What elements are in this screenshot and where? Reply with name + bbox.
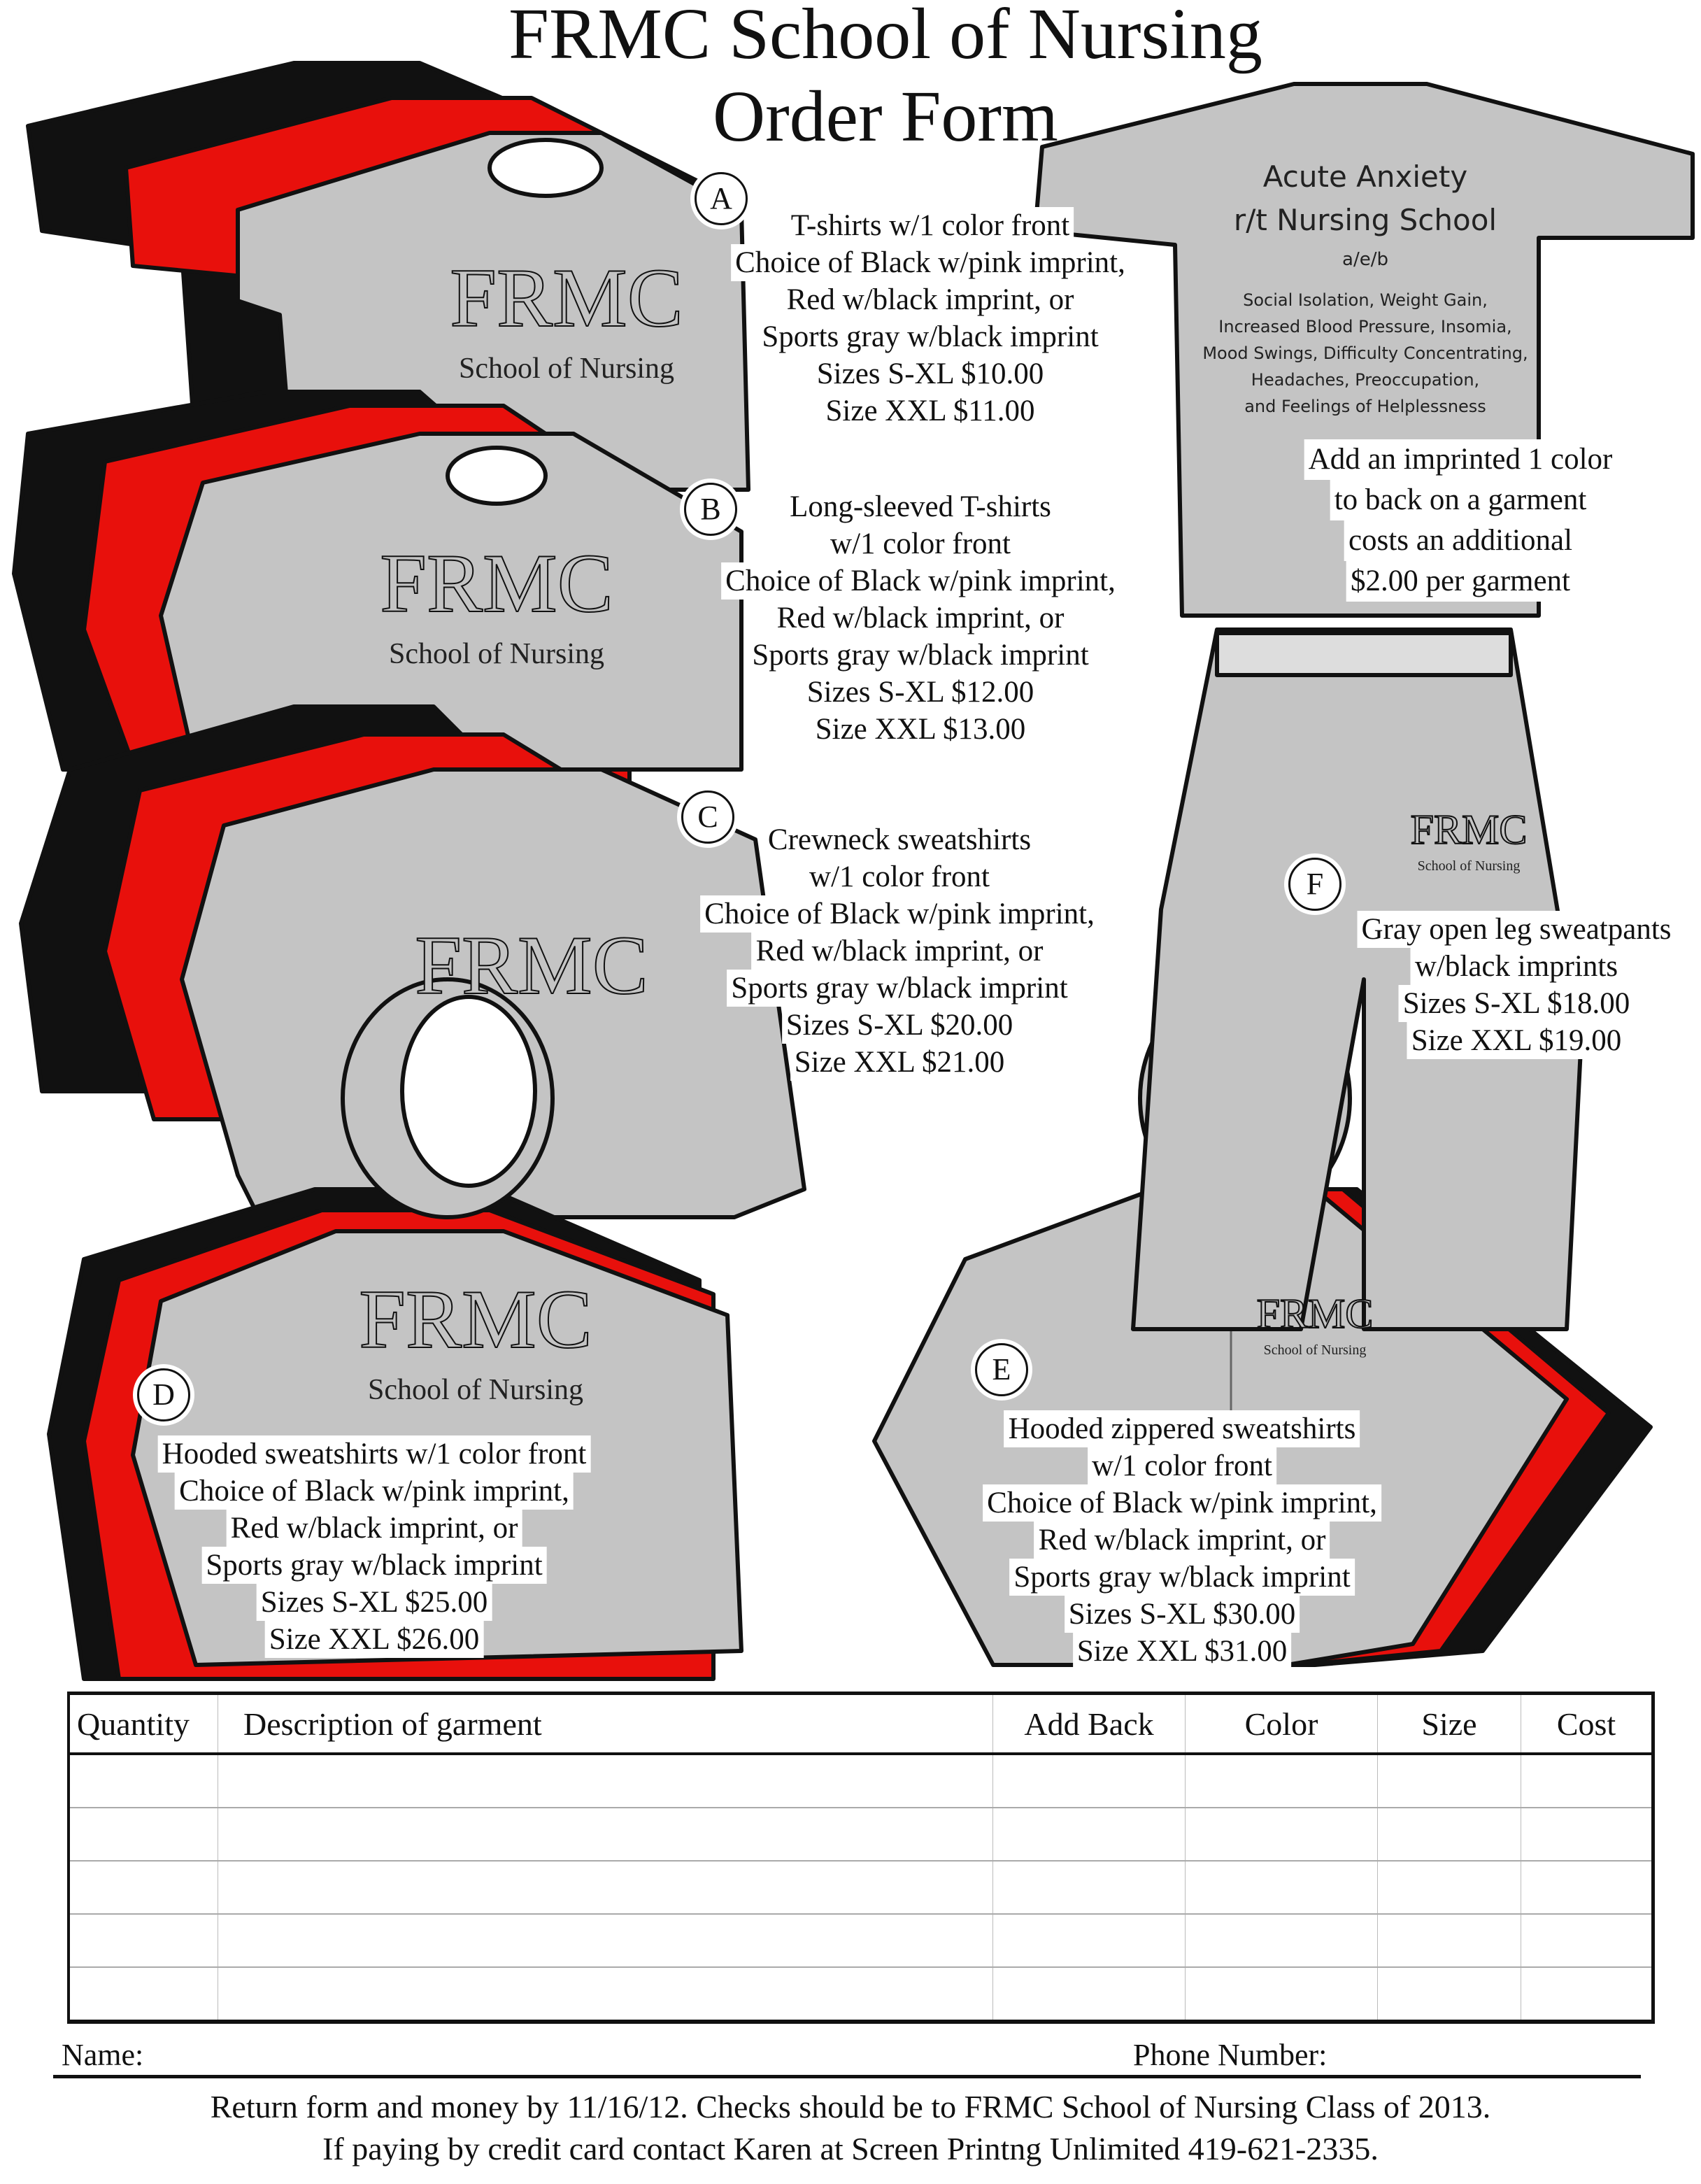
item-c-marker: C	[681, 790, 734, 844]
logo-d-sub: School of Nursing	[368, 1374, 583, 1406]
add-back-cell[interactable]	[992, 1967, 1186, 2022]
color-cell[interactable]	[1185, 1861, 1378, 1915]
description-cell[interactable]	[218, 1808, 993, 1862]
col-quantity: Quantity	[69, 1693, 218, 1755]
table-row	[69, 1967, 1653, 2022]
cost-cell[interactable]	[1521, 1914, 1653, 1968]
logo-c: FRMC	[415, 919, 648, 1012]
logo-f: FRMC	[1411, 807, 1528, 853]
item-e-marker: E	[975, 1343, 1028, 1396]
quantity-cell[interactable]	[69, 1808, 218, 1862]
cost-cell[interactable]	[1521, 1861, 1653, 1915]
size-cell[interactable]	[1377, 1808, 1521, 1862]
item-f-marker: F	[1288, 858, 1341, 911]
order-table: Quantity Description of garment Add Back…	[67, 1692, 1655, 2024]
cost-cell[interactable]	[1521, 1967, 1653, 2022]
col-size: Size	[1377, 1693, 1521, 1755]
logo-e-sub: School of Nursing	[1264, 1342, 1367, 1358]
logo-a-sub: School of Nursing	[459, 353, 674, 385]
back-print-symptoms: Social Isolation, Weight Gain,Increased …	[1202, 290, 1528, 416]
logo-a: FRMC	[450, 251, 683, 344]
back-print-aeb: a/e/b	[1342, 249, 1388, 270]
col-description: Description of garment	[218, 1693, 993, 1755]
item-a-marker: A	[695, 172, 748, 225]
cost-cell[interactable]	[1521, 1754, 1653, 1808]
add-back-cell[interactable]	[992, 1861, 1186, 1915]
logo-e: FRMC	[1257, 1291, 1374, 1337]
table-row	[69, 1754, 1653, 1808]
item-d-marker: D	[137, 1368, 190, 1421]
quantity-cell[interactable]	[69, 1914, 218, 1968]
color-cell[interactable]	[1185, 1914, 1378, 1968]
item-b-marker: B	[684, 483, 737, 536]
description-cell[interactable]	[218, 1914, 993, 1968]
logo-f-sub: School of Nursing	[1418, 858, 1521, 874]
add-back-cell[interactable]	[992, 1914, 1186, 1968]
size-cell[interactable]	[1377, 1754, 1521, 1808]
color-cell[interactable]	[1185, 1808, 1378, 1862]
logo-b: FRMC	[380, 537, 613, 630]
col-color: Color	[1185, 1693, 1378, 1755]
color-cell[interactable]	[1185, 1754, 1378, 1808]
add-back-cell[interactable]	[992, 1808, 1186, 1862]
quantity-cell[interactable]	[69, 1754, 218, 1808]
page-title: FRMC School of Nursing	[508, 0, 1262, 74]
add-back-cell[interactable]	[992, 1754, 1186, 1808]
phone-label: Phone Number:	[1133, 2038, 1328, 2072]
col-add-back: Add Back	[992, 1693, 1186, 1755]
description-cell[interactable]	[218, 1754, 993, 1808]
col-cost: Cost	[1521, 1693, 1653, 1755]
description-cell[interactable]	[218, 1967, 993, 2022]
color-cell[interactable]	[1185, 1967, 1378, 2022]
description-cell[interactable]	[218, 1861, 993, 1915]
table-header-row: Quantity Description of garment Add Back…	[69, 1693, 1653, 1755]
logo-d: FRMC	[359, 1272, 592, 1366]
quantity-cell[interactable]	[69, 1861, 218, 1915]
table-row	[69, 1808, 1653, 1862]
page-subtitle: Order Form	[713, 76, 1058, 157]
size-cell[interactable]	[1377, 1914, 1521, 1968]
cost-cell[interactable]	[1521, 1808, 1653, 1862]
name-label: Name:	[62, 2038, 144, 2072]
logo-b-sub: School of Nursing	[389, 638, 604, 670]
table-row	[69, 1914, 1653, 1968]
size-cell[interactable]	[1377, 1967, 1521, 2022]
sweatpants	[1131, 627, 1583, 1331]
quantity-cell[interactable]	[69, 1967, 218, 2022]
longsleeve-gray	[159, 432, 743, 772]
size-cell[interactable]	[1377, 1861, 1521, 1915]
footer-line-2: If paying by credit card contact Karen a…	[322, 2131, 1379, 2167]
table-row	[69, 1861, 1653, 1915]
signature-line[interactable]	[53, 2075, 1641, 2078]
footer-line-1: Return form and money by 11/16/12. Check…	[210, 2089, 1491, 2125]
